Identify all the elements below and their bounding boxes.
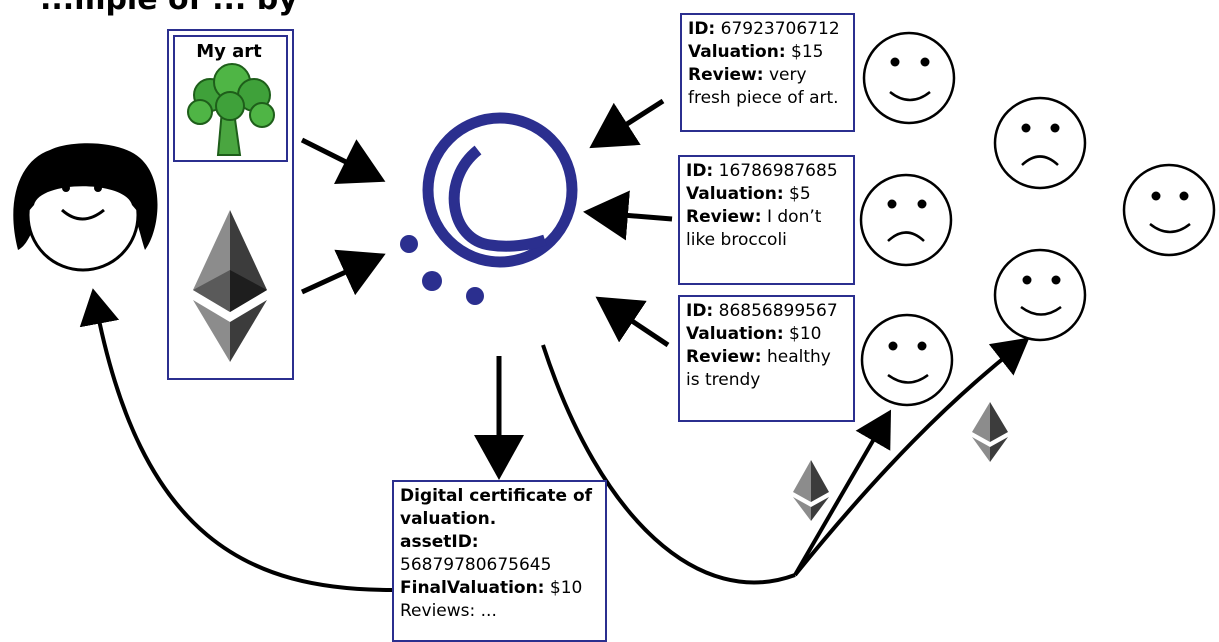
artist-avatar-icon (13, 143, 158, 272)
certificate-title: valuation. (400, 509, 497, 529)
broccoli-art-icon (187, 63, 275, 156)
art-frame (173, 35, 288, 162)
platform-logo-icon (400, 112, 578, 305)
arrow-review3-to-platform (595, 296, 670, 348)
review-text: very (763, 65, 807, 85)
asset-id-label: assetID: (400, 532, 479, 552)
valuation-label: Valuation: (688, 42, 786, 62)
id-label: ID: (688, 19, 716, 39)
happy-face-icon (1122, 163, 1216, 257)
review-text: I don’t (761, 207, 822, 227)
arrow-certificate-to-artist (79, 288, 393, 592)
id-value: 86856899567 (713, 301, 838, 321)
reviews-text: Reviews: ... (400, 601, 497, 621)
final-valuation-value: $10 (544, 578, 583, 598)
valuation-label: Valuation: (686, 324, 784, 344)
review-label: Review: (688, 65, 764, 85)
review-text: is trendy (686, 370, 761, 390)
asset-id-value: 56879780675645 (400, 555, 552, 575)
review-label: Review: (686, 347, 762, 367)
arrow-payout-to-reviewer3 (793, 409, 892, 577)
ethereum-token-icon (793, 460, 829, 521)
arrow-payout-to-reviewer5 (793, 337, 1030, 577)
review-label: Review: (686, 207, 762, 227)
arrow-review2-to-platform (583, 190, 673, 241)
certificate-title: Digital certificate of (400, 486, 593, 506)
review-text: like broccoli (686, 230, 787, 250)
ethereum-token-icon (972, 402, 1008, 462)
arrow-review1-to-platform (589, 98, 665, 149)
valuation-value: $10 (783, 324, 822, 344)
art-panel (167, 29, 294, 380)
happy-face-icon (993, 248, 1087, 342)
review-text: healthy (761, 347, 831, 367)
valuation-value: $15 (785, 42, 824, 62)
id-label: ID: (686, 301, 714, 321)
page-title: ...mple of ... by (40, 0, 298, 17)
payout-curve (541, 344, 796, 585)
id-value: 16786987685 (713, 161, 838, 181)
review-text: fresh piece of art. (688, 88, 839, 108)
review-card: ID: 67923706712 Valuation: $15 Review: v… (680, 13, 855, 132)
arrow-eth-to-platform (300, 249, 386, 296)
certificate-card: Digital certificate of valuation. assetI… (392, 480, 607, 642)
review-card: ID: 16786987685 Valuation: $5 Review: I … (678, 155, 855, 285)
valuation-value: $5 (783, 184, 811, 204)
review-card: ID: 86856899567 Valuation: $10 Review: h… (678, 295, 855, 422)
ethereum-icon (193, 210, 267, 362)
happy-face-icon (860, 313, 954, 407)
art-label: My art (196, 41, 262, 62)
final-valuation-label: FinalValuation: (400, 578, 545, 598)
sad-face-icon (859, 173, 953, 267)
happy-face-icon (862, 31, 956, 125)
id-value: 67923706712 (715, 19, 840, 39)
sad-face-icon (993, 96, 1087, 190)
id-label: ID: (686, 161, 714, 181)
valuation-label: Valuation: (686, 184, 784, 204)
arrow-art-to-platform (300, 137, 386, 184)
